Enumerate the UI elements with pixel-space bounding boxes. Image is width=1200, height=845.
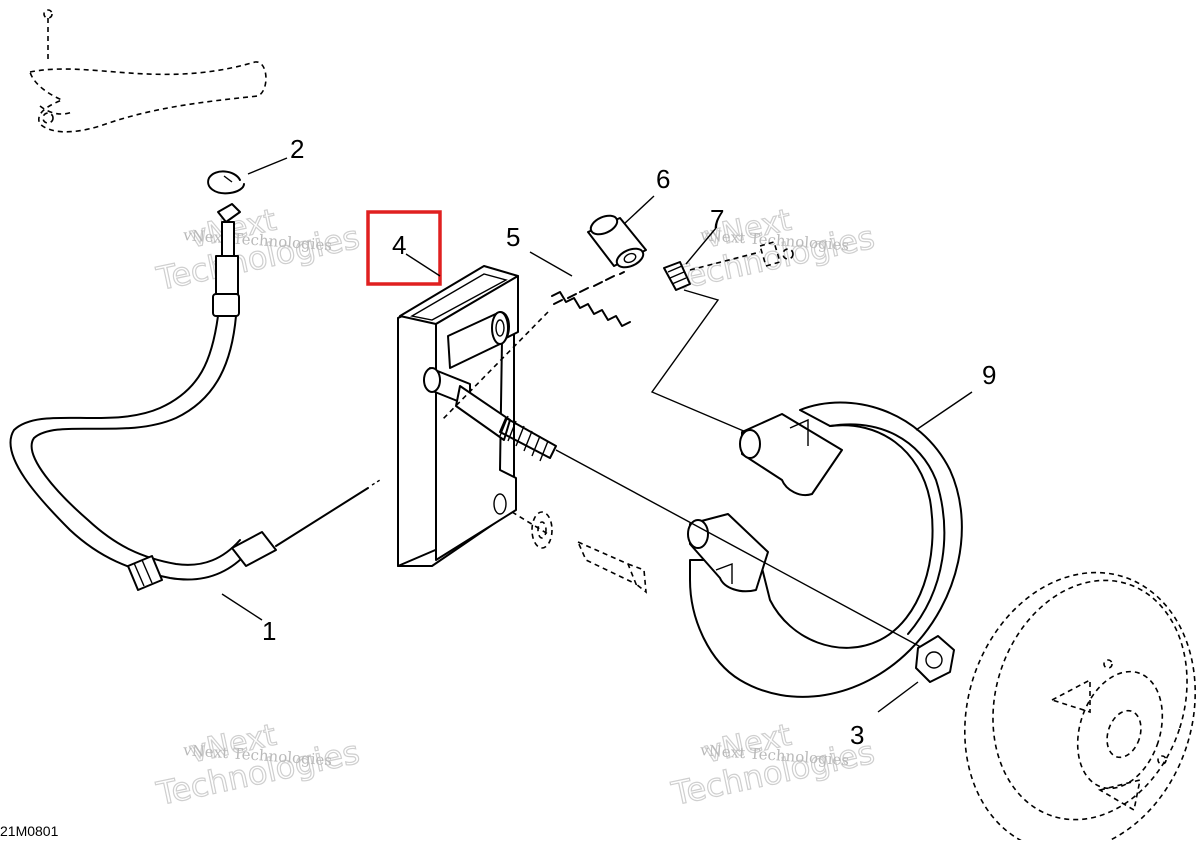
highlight-box-4 xyxy=(366,210,442,286)
brake-bracket-part xyxy=(397,265,557,567)
brake-drum-reference xyxy=(963,571,1197,845)
adjuster-part xyxy=(663,227,794,291)
callout-3: 3 xyxy=(850,720,864,750)
washer-bolt-reference xyxy=(531,511,647,594)
callout-4: 4 xyxy=(392,230,406,260)
callout-1: 1 xyxy=(262,616,276,646)
callout-6: 6 xyxy=(656,164,670,194)
callout-7: 7 xyxy=(710,204,724,234)
callout-5: 5 xyxy=(506,222,520,252)
clevis-pin-part xyxy=(587,195,655,269)
brake-cable-part xyxy=(9,203,381,621)
spring-part xyxy=(441,251,631,421)
nut-part xyxy=(877,635,955,713)
callout-9: 9 xyxy=(982,360,996,390)
brake-handle-reference xyxy=(28,9,267,133)
drawing-id: 21M0801 xyxy=(0,823,59,839)
callout-2: 2 xyxy=(290,134,304,164)
e-clip-part xyxy=(207,157,288,195)
thread-marks xyxy=(499,415,557,462)
callout-labels: 1 2 3 4 5 6 7 9 xyxy=(262,134,996,750)
